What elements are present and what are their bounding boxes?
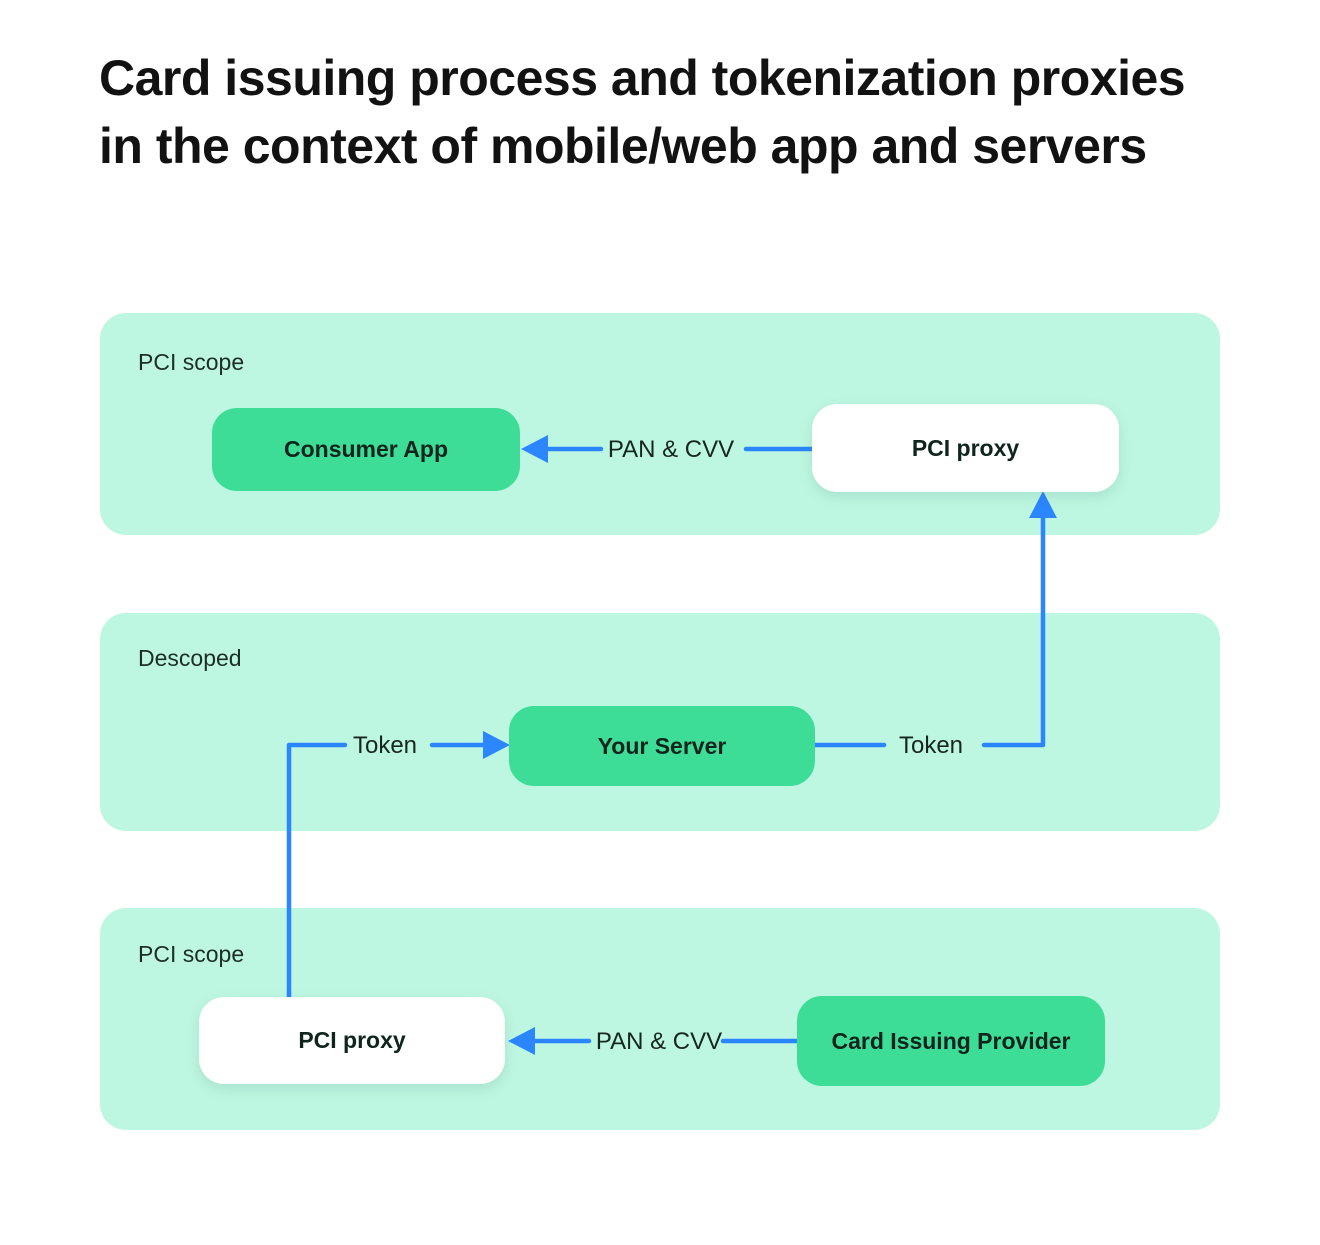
node-card-issuing-provider: Card Issuing Provider (797, 996, 1105, 1086)
band-label-descoped: Descoped (138, 645, 242, 671)
edge-label-token-left: Token (352, 732, 418, 759)
node-consumer-app: Consumer App (212, 408, 520, 491)
edge-label-pan-cvv-bottom: PAN & CVV (595, 1028, 723, 1055)
arrow-pan-cvv-top (521, 435, 815, 463)
edge-label-token-right: Token (898, 732, 964, 759)
node-pci-proxy-bottom: PCI proxy (199, 997, 505, 1084)
diagram-title: Card issuing process and tokenization pr… (99, 50, 1186, 174)
band-label-pci-scope-top: PCI scope (138, 349, 245, 375)
node-your-server-label: Your Server (597, 732, 727, 759)
node-pci-proxy-top-label: PCI proxy (911, 434, 1020, 461)
edge-label-pan-cvv-top: PAN & CVV (607, 436, 735, 463)
node-card-issuing-provider-label: Card Issuing Provider (831, 1027, 1071, 1054)
node-consumer-app-label: Consumer App (284, 436, 448, 462)
band-label-pci-scope-bottom: PCI scope (138, 941, 245, 967)
node-pci-proxy-top: PCI proxy (812, 404, 1119, 492)
arrow-token-left (286, 731, 510, 1002)
node-pci-proxy-bottom-label: PCI proxy (298, 1027, 406, 1053)
arrow-pan-cvv-bottom (508, 1027, 800, 1055)
arrow-token-right (812, 491, 1057, 748)
node-your-server: Your Server (509, 706, 815, 786)
